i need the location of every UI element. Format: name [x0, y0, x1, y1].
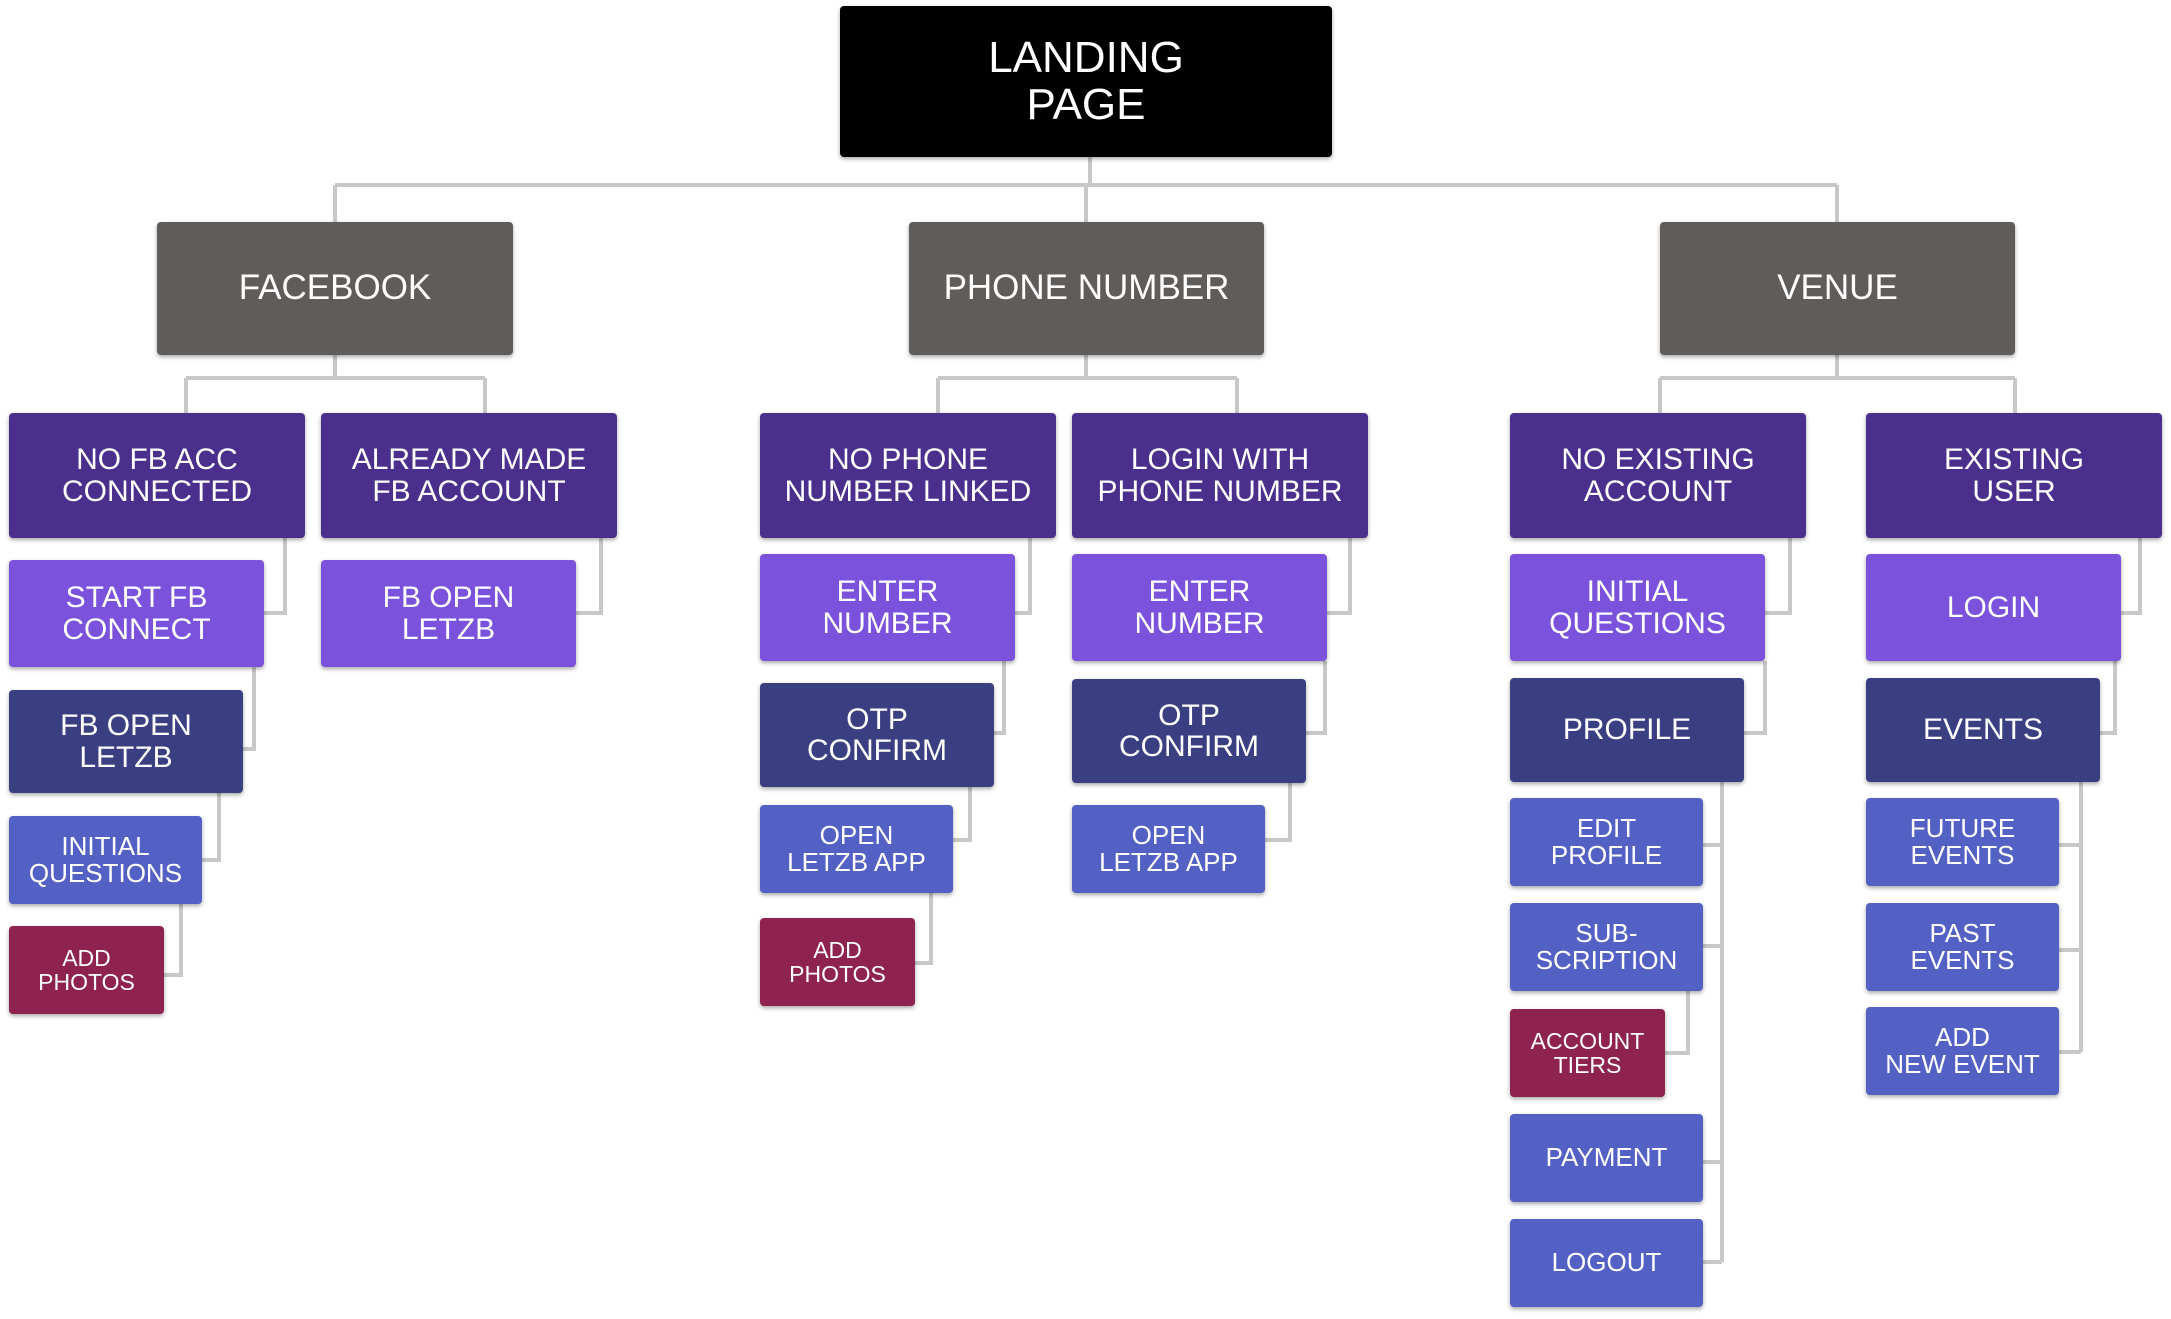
node-open-letzb-app-2: OPEN LETZB APP: [1072, 805, 1265, 893]
node-start-fb-connect: START FB CONNECT: [9, 560, 264, 667]
node-profile: PROFILE: [1510, 678, 1744, 782]
node-label: PHONE NUMBER: [943, 268, 1230, 308]
connector-line: [243, 667, 256, 751]
connector-line: [1015, 538, 1032, 615]
node-landing-page: LANDING PAGE: [840, 6, 1332, 157]
node-login: LOGIN: [1866, 554, 2121, 661]
node-existing-user: EXISTING USER: [1866, 413, 2162, 538]
node-label: INITIAL QUESTIONS: [28, 830, 183, 888]
connector-line: [1306, 661, 1327, 735]
node-label: OPEN LETZB APP: [1099, 819, 1238, 877]
connector-line: [164, 904, 183, 977]
node-already-made-fb-account: ALREADY MADE FB ACCOUNT: [321, 413, 617, 538]
node-label: OTP CONFIRM: [807, 702, 947, 767]
node-open-letzb-app: OPEN LETZB APP: [760, 805, 953, 893]
connector-line: [2121, 538, 2142, 615]
node-label: EXISTING USER: [1943, 443, 2085, 508]
node-add-photos: ADD PHOTOS: [9, 926, 164, 1014]
node-label: LANDING PAGE: [988, 33, 1184, 129]
node-label: SUB- SCRIPTION: [1535, 917, 1678, 975]
connector-line: [2100, 661, 2117, 735]
node-phone-number: PHONE NUMBER: [909, 222, 1264, 355]
connector-line: [1327, 538, 1352, 615]
node-venue-initial-questions: INITIAL QUESTIONS: [1510, 554, 1765, 661]
node-edit-profile: EDIT PROFILE: [1510, 798, 1703, 886]
node-label: ENTER NUMBER: [822, 575, 953, 640]
node-past-events: PAST EVENTS: [1866, 903, 2059, 991]
node-label: NO FB ACC CONNECTED: [61, 443, 252, 508]
node-label: OTP CONFIRM: [1119, 698, 1259, 763]
connector-line: [576, 538, 603, 615]
node-label: ADD PHOTOS: [38, 944, 135, 995]
node-label: NO PHONE NUMBER LINKED: [784, 443, 1032, 508]
node-label: ENTER NUMBER: [1134, 575, 1265, 640]
node-add-new-event: ADD NEW EVENT: [1866, 1007, 2059, 1095]
connector-line: [1765, 538, 1792, 615]
node-label: PAYMENT: [1545, 1142, 1668, 1173]
node-no-existing-account: NO EXISTING ACCOUNT: [1510, 413, 1806, 538]
connector-line: [953, 787, 972, 842]
node-label: INITIAL QUESTIONS: [1549, 575, 1726, 640]
node-label: ADD PHOTOS: [789, 936, 886, 987]
node-initial-questions: INITIAL QUESTIONS: [9, 816, 202, 904]
connector-line: [1744, 661, 1767, 735]
node-no-phone-number-linked: NO PHONE NUMBER LINKED: [760, 413, 1056, 538]
connector-line: [1265, 783, 1292, 842]
connector-line: [1665, 960, 1690, 1055]
node-label: LOGIN: [1946, 590, 2041, 624]
node-label: FB OPEN LETZB: [60, 709, 192, 774]
node-fb-open-letzb-2: FB OPEN LETZB: [321, 560, 576, 667]
node-no-fb-acc-connected: NO FB ACC CONNECTED: [9, 413, 305, 538]
node-label: FACEBOOK: [238, 268, 432, 308]
node-label: LOGOUT: [1551, 1247, 1662, 1278]
node-label: ADD NEW EVENT: [1885, 1021, 2040, 1079]
node-label: ALREADY MADE FB ACCOUNT: [351, 443, 587, 508]
node-otp-confirm-2: OTP CONFIRM: [1072, 679, 1306, 783]
node-account-tiers: ACCOUNT TIERS: [1510, 1009, 1665, 1097]
node-label: FUTURE EVENTS: [1909, 812, 2016, 870]
node-otp-confirm: OTP CONFIRM: [760, 683, 994, 787]
node-enter-number-2: ENTER NUMBER: [1072, 554, 1327, 661]
node-login-with-phone-number: LOGIN WITH PHONE NUMBER: [1072, 413, 1368, 538]
node-label: OPEN LETZB APP: [787, 819, 926, 877]
node-subscription: SUB- SCRIPTION: [1510, 903, 1703, 991]
node-add-photos-phone: ADD PHOTOS: [760, 918, 915, 1006]
node-events: EVENTS: [1866, 678, 2100, 782]
node-label: START FB CONNECT: [62, 581, 211, 646]
connector-line: [994, 661, 1006, 735]
node-facebook: FACEBOOK: [157, 222, 513, 355]
connector-line: [202, 793, 221, 862]
node-label: VENUE: [1777, 268, 1898, 308]
node-label: ACCOUNT TIERS: [1530, 1027, 1645, 1078]
node-label: LOGIN WITH PHONE NUMBER: [1097, 443, 1343, 508]
node-enter-number: ENTER NUMBER: [760, 554, 1015, 661]
node-logout: LOGOUT: [1510, 1219, 1703, 1307]
node-label: FB OPEN LETZB: [382, 581, 515, 646]
connector-line: [264, 538, 287, 615]
connector-line: [915, 893, 933, 965]
node-label: PAST EVENTS: [1910, 917, 2015, 975]
node-payment: PAYMENT: [1510, 1114, 1703, 1202]
node-label: EDIT PROFILE: [1550, 812, 1663, 870]
node-fb-open-letzb: FB OPEN LETZB: [9, 690, 243, 793]
node-label: NO EXISTING ACCOUNT: [1561, 443, 1755, 508]
node-label: EVENTS: [1922, 713, 2044, 747]
node-label: PROFILE: [1562, 713, 1692, 747]
node-future-events: FUTURE EVENTS: [1866, 798, 2059, 886]
node-venue: VENUE: [1660, 222, 2015, 355]
